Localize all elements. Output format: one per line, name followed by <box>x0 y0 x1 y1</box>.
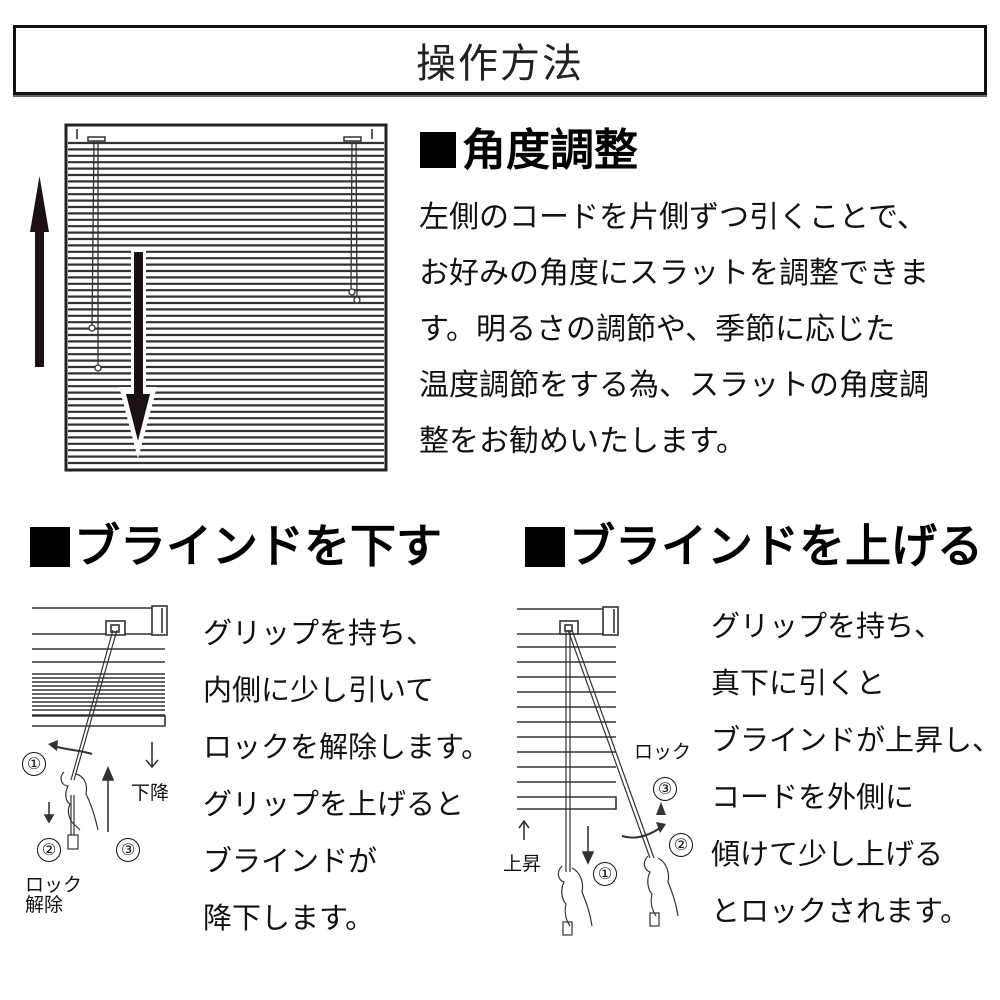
lock-release-label: ロック <box>25 874 83 896</box>
rotate-arrow-icon <box>48 740 93 755</box>
step-2-marker: ② <box>37 838 61 862</box>
instruction-line: とロックされます。 <box>711 894 970 928</box>
step-3-marker: ③ <box>653 777 677 801</box>
instruction-line: グリップを持ち、 <box>203 616 436 650</box>
square-bullet-icon <box>525 526 565 567</box>
raise-blind-instructions: グリップを持ち、 真下に引くと ブラインドが上昇し、 コードを外側に 傾けて少し… <box>711 598 1000 940</box>
lower-blind-figure: ① ② ③ 下降 ロック 解除 <box>0 590 200 930</box>
description-line: 整をお勧めいたします。 <box>419 424 746 459</box>
page-title-box: 操作方法 <box>13 25 987 95</box>
square-bullet-icon <box>420 132 456 168</box>
instruction-line: ブラインドが <box>203 844 378 878</box>
down-arrow-icon <box>43 742 159 832</box>
instruction-line: 傾けて少し上げる <box>711 837 944 871</box>
lock-label: ロック <box>634 741 692 763</box>
instruction-line: 真下に引くと <box>711 666 886 700</box>
descend-label: 下降 <box>131 782 170 804</box>
blind-slats-icon <box>517 606 619 810</box>
instruction-line: 降下します。 <box>203 901 375 935</box>
pull-down-arrow-icon <box>518 819 595 865</box>
raise-blind-figure: ① ② ③ ロック 上昇 <box>500 590 710 950</box>
instruction-line: グリップを持ち、 <box>711 609 944 643</box>
lower-blind-instructions: グリップを持ち、 内側に少し引いて ロックを解除します。 グリップを上げると ブ… <box>203 605 490 947</box>
description-line: お好みの角度にスラットを調整できま <box>419 256 929 291</box>
hand-icon <box>60 771 99 831</box>
ascend-label: 上昇 <box>503 853 542 875</box>
blind-icon <box>64 123 388 472</box>
description-line: す。明るさの調節や、季節に応じた <box>419 312 896 347</box>
description-line: 温度調節をする為、スラットの角度調 <box>419 368 929 403</box>
angle-adjust-heading: 角度調整 <box>420 114 638 178</box>
grip-cord-icon <box>67 629 118 850</box>
up-arrow-icon <box>30 176 49 367</box>
down-arrow-icon <box>119 249 157 459</box>
instruction-line: 内側に少し引いて <box>203 673 435 707</box>
angle-adjust-figure <box>30 115 400 475</box>
instruction-line: ブラインドが上昇し、 <box>711 723 1000 757</box>
step-1-marker: ① <box>593 862 617 886</box>
step-2-marker: ② <box>669 833 693 857</box>
grip-cord-icon <box>562 629 660 936</box>
hand-icon <box>557 855 679 927</box>
instruction-line: コードを外側に <box>711 780 915 814</box>
step-3-marker: ③ <box>116 838 140 862</box>
square-bullet-icon <box>30 526 70 567</box>
step-1-marker: ① <box>22 752 46 776</box>
lower-blind-heading: ブラインドを下す <box>30 510 442 576</box>
instruction-line: グリップを上げると <box>203 787 465 821</box>
tilt-arrow-icon <box>621 802 666 839</box>
lock-release-label: 解除 <box>25 894 64 916</box>
instruction-line: ロックを解除します。 <box>203 730 491 764</box>
description-line: 左側のコードを片側ずつ引くことで、 <box>419 200 927 235</box>
angle-adjust-description: 左側のコードを片側ずつ引くことで、 お好みの角度にスラットを調整できま す。明る… <box>419 190 989 470</box>
page-title: 操作方法 <box>416 41 584 87</box>
blind-slats-icon <box>32 605 168 727</box>
raise-blind-heading: ブラインドを上げる <box>525 510 983 576</box>
cord-icon <box>88 140 361 372</box>
